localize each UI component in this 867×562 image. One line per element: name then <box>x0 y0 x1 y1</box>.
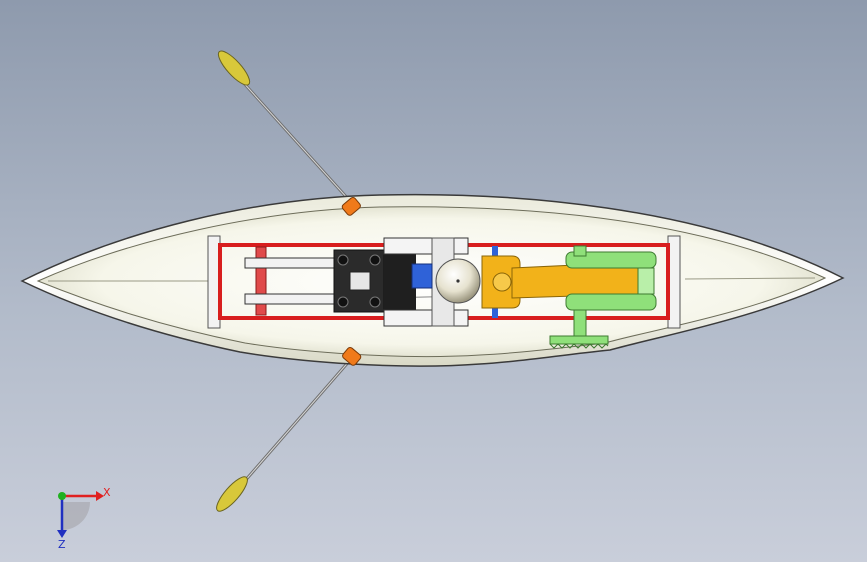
y-axis-dot <box>58 492 66 500</box>
oar-blade-lower <box>216 476 248 512</box>
oarlock-upper[interactable] <box>341 196 362 216</box>
x-axis-label: X <box>103 486 111 499</box>
coordinate-triad: X Z <box>57 486 111 550</box>
z-axis-label: Z <box>58 538 66 550</box>
sliding-seat[interactable] <box>333 249 416 313</box>
oarlock-lower[interactable] <box>341 346 362 366</box>
seat-slide-left <box>255 246 267 316</box>
oar-blade-upper <box>217 50 251 86</box>
gear-assembly[interactable] <box>549 245 657 349</box>
gear-icon <box>549 343 609 349</box>
triad-shadow <box>62 502 90 530</box>
